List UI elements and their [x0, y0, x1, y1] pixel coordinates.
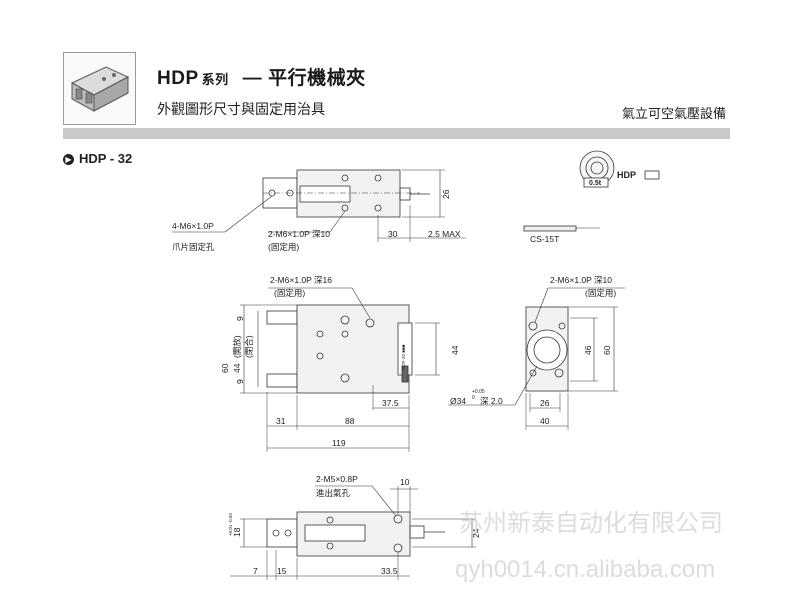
side-bore-tol-up: +0.05 [472, 389, 485, 395]
front-dim-31: 31 [276, 416, 286, 426]
watermark-line2: qyh0014.cn.alibaba.com [455, 556, 715, 583]
side-mount-note: (固定用) [585, 288, 616, 298]
watermark-line1: 苏州新泰自动化有限公司 [459, 510, 723, 537]
front-dim-9a: 9 [235, 316, 245, 321]
front-plate-text: HDP-32 ■■■ [401, 344, 406, 370]
front-dim-44-right: 44 [450, 345, 460, 355]
front-mount-hole-label: 2-M6×1.0P 深16 [270, 275, 332, 285]
side-depth-label: 深 2.0 [480, 396, 503, 406]
front-dim-37-5: 37.5 [382, 398, 399, 408]
top-mount-note: (固定用) [268, 242, 299, 252]
side-dim-46: 46 [583, 345, 593, 355]
hdp-legend [579, 150, 660, 188]
top-view [172, 169, 466, 242]
front-dim-119: 119 [332, 438, 346, 448]
bottom-dim-18: 18 [232, 527, 242, 537]
hdp-legend-label: HDP [617, 170, 636, 180]
side-mount-hole-label: 2-M6×1.0P 深10 [550, 275, 612, 285]
side-dim-60: 60 [602, 345, 612, 355]
play-bullet-icon: ▶ [63, 154, 74, 165]
bottom-dim-10: 10 [400, 477, 410, 487]
front-open-label: (開放) [232, 335, 242, 358]
claw-hole-label: 4-M6×1.0P [172, 221, 214, 231]
bottom-dim-7: 7 [253, 566, 258, 576]
front-dim-44: 44 [232, 363, 242, 373]
page-subtitle: 外觀圖形尺寸與固定用治具 [157, 101, 325, 117]
front-mount-note: (固定用) [274, 288, 305, 298]
bottom-dim-24: 24 [471, 528, 481, 538]
bottom-dim-33-5: 33.5 [381, 566, 398, 576]
top-dim-max: 2.5 MAX [428, 229, 461, 239]
bottom-view [230, 485, 476, 580]
side-view [448, 287, 625, 430]
port-label: 2-M5×0.8P [316, 474, 358, 484]
port-note: 進出氣孔 [316, 488, 351, 498]
front-dim-9b: 9 [235, 379, 245, 384]
bottom-dim-18-tol: +0.01 -0.03 [228, 513, 233, 536]
front-close-label: (閉合) [244, 335, 254, 358]
gripper-thumbnail-icon [70, 66, 130, 112]
side-bore-label: Ø34 [450, 396, 466, 406]
side-dim-40: 40 [540, 416, 550, 426]
bottom-dim-15: 15 [277, 566, 287, 576]
top-mount-hole-label: 2-M6×1.0P 深10 [268, 229, 330, 239]
sensor-label: CS-15T [530, 234, 559, 244]
sensor-legend [523, 225, 600, 232]
front-dim-88: 88 [345, 416, 355, 426]
side-bore-tol-down: 0 [472, 395, 475, 401]
company-name: 氣立可空氣壓設備 [622, 106, 727, 121]
front-label-plate: HDP-32 ■■■ [401, 344, 406, 370]
front-view [240, 287, 440, 452]
top-dim-30: 30 [388, 229, 398, 239]
product-thumbnail [63, 52, 136, 125]
model-heading: ▶HDP - 32 [63, 151, 132, 166]
header-band [63, 128, 730, 139]
front-dim-60: 60 [220, 363, 230, 373]
ring-label: 0.5t [589, 180, 602, 187]
claw-hole-note: 爪片固定孔 [172, 242, 215, 252]
top-dim-26: 26 [441, 189, 451, 199]
side-dim-26: 26 [540, 398, 550, 408]
